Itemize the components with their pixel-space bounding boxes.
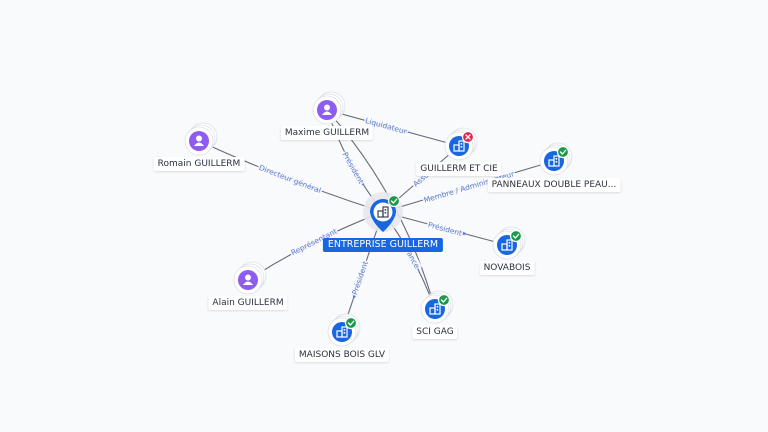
node-scigag[interactable] [420,290,454,324]
node-label: Alain GUILLERM [208,296,288,310]
node-romain[interactable] [184,122,218,156]
center-node[interactable] [363,192,403,232]
building-icon [548,155,560,167]
node-alain[interactable] [233,261,267,295]
building-icon [377,206,389,218]
check-badge-icon [437,293,451,307]
check-badge-icon [509,229,523,243]
check-badge-icon [556,145,570,159]
check-badge-icon [344,316,358,330]
node-label: MAISONS BOIS GLV [294,348,390,362]
node-label: Romain GUILLERM [153,157,245,171]
check-badge-icon [387,194,401,208]
building-icon [336,326,348,338]
node-label: GUILLERM ET CIE [416,162,502,176]
node-label: PANNEAUX DOUBLE PEAU... [487,178,621,192]
node-maisons[interactable] [327,313,361,347]
center-node-label: ENTREPRISE GUILLERM [322,238,444,252]
user-icon [322,104,332,115]
building-icon [453,140,465,152]
node-label: SCI GAG [412,325,458,339]
node-label: Maxime GUILLERM [280,126,374,140]
node-gcie[interactable] [444,127,478,161]
user-icon [243,274,253,285]
building-icon [429,303,441,315]
node-label: NOVABOIS [479,261,535,275]
node-maxime[interactable] [312,91,346,125]
close-badge-icon [461,130,475,144]
user-icon [194,135,204,146]
node-panneaux[interactable] [539,142,573,176]
node-novabois[interactable] [492,226,526,260]
nodes-layer [184,91,573,347]
building-icon [501,239,513,251]
